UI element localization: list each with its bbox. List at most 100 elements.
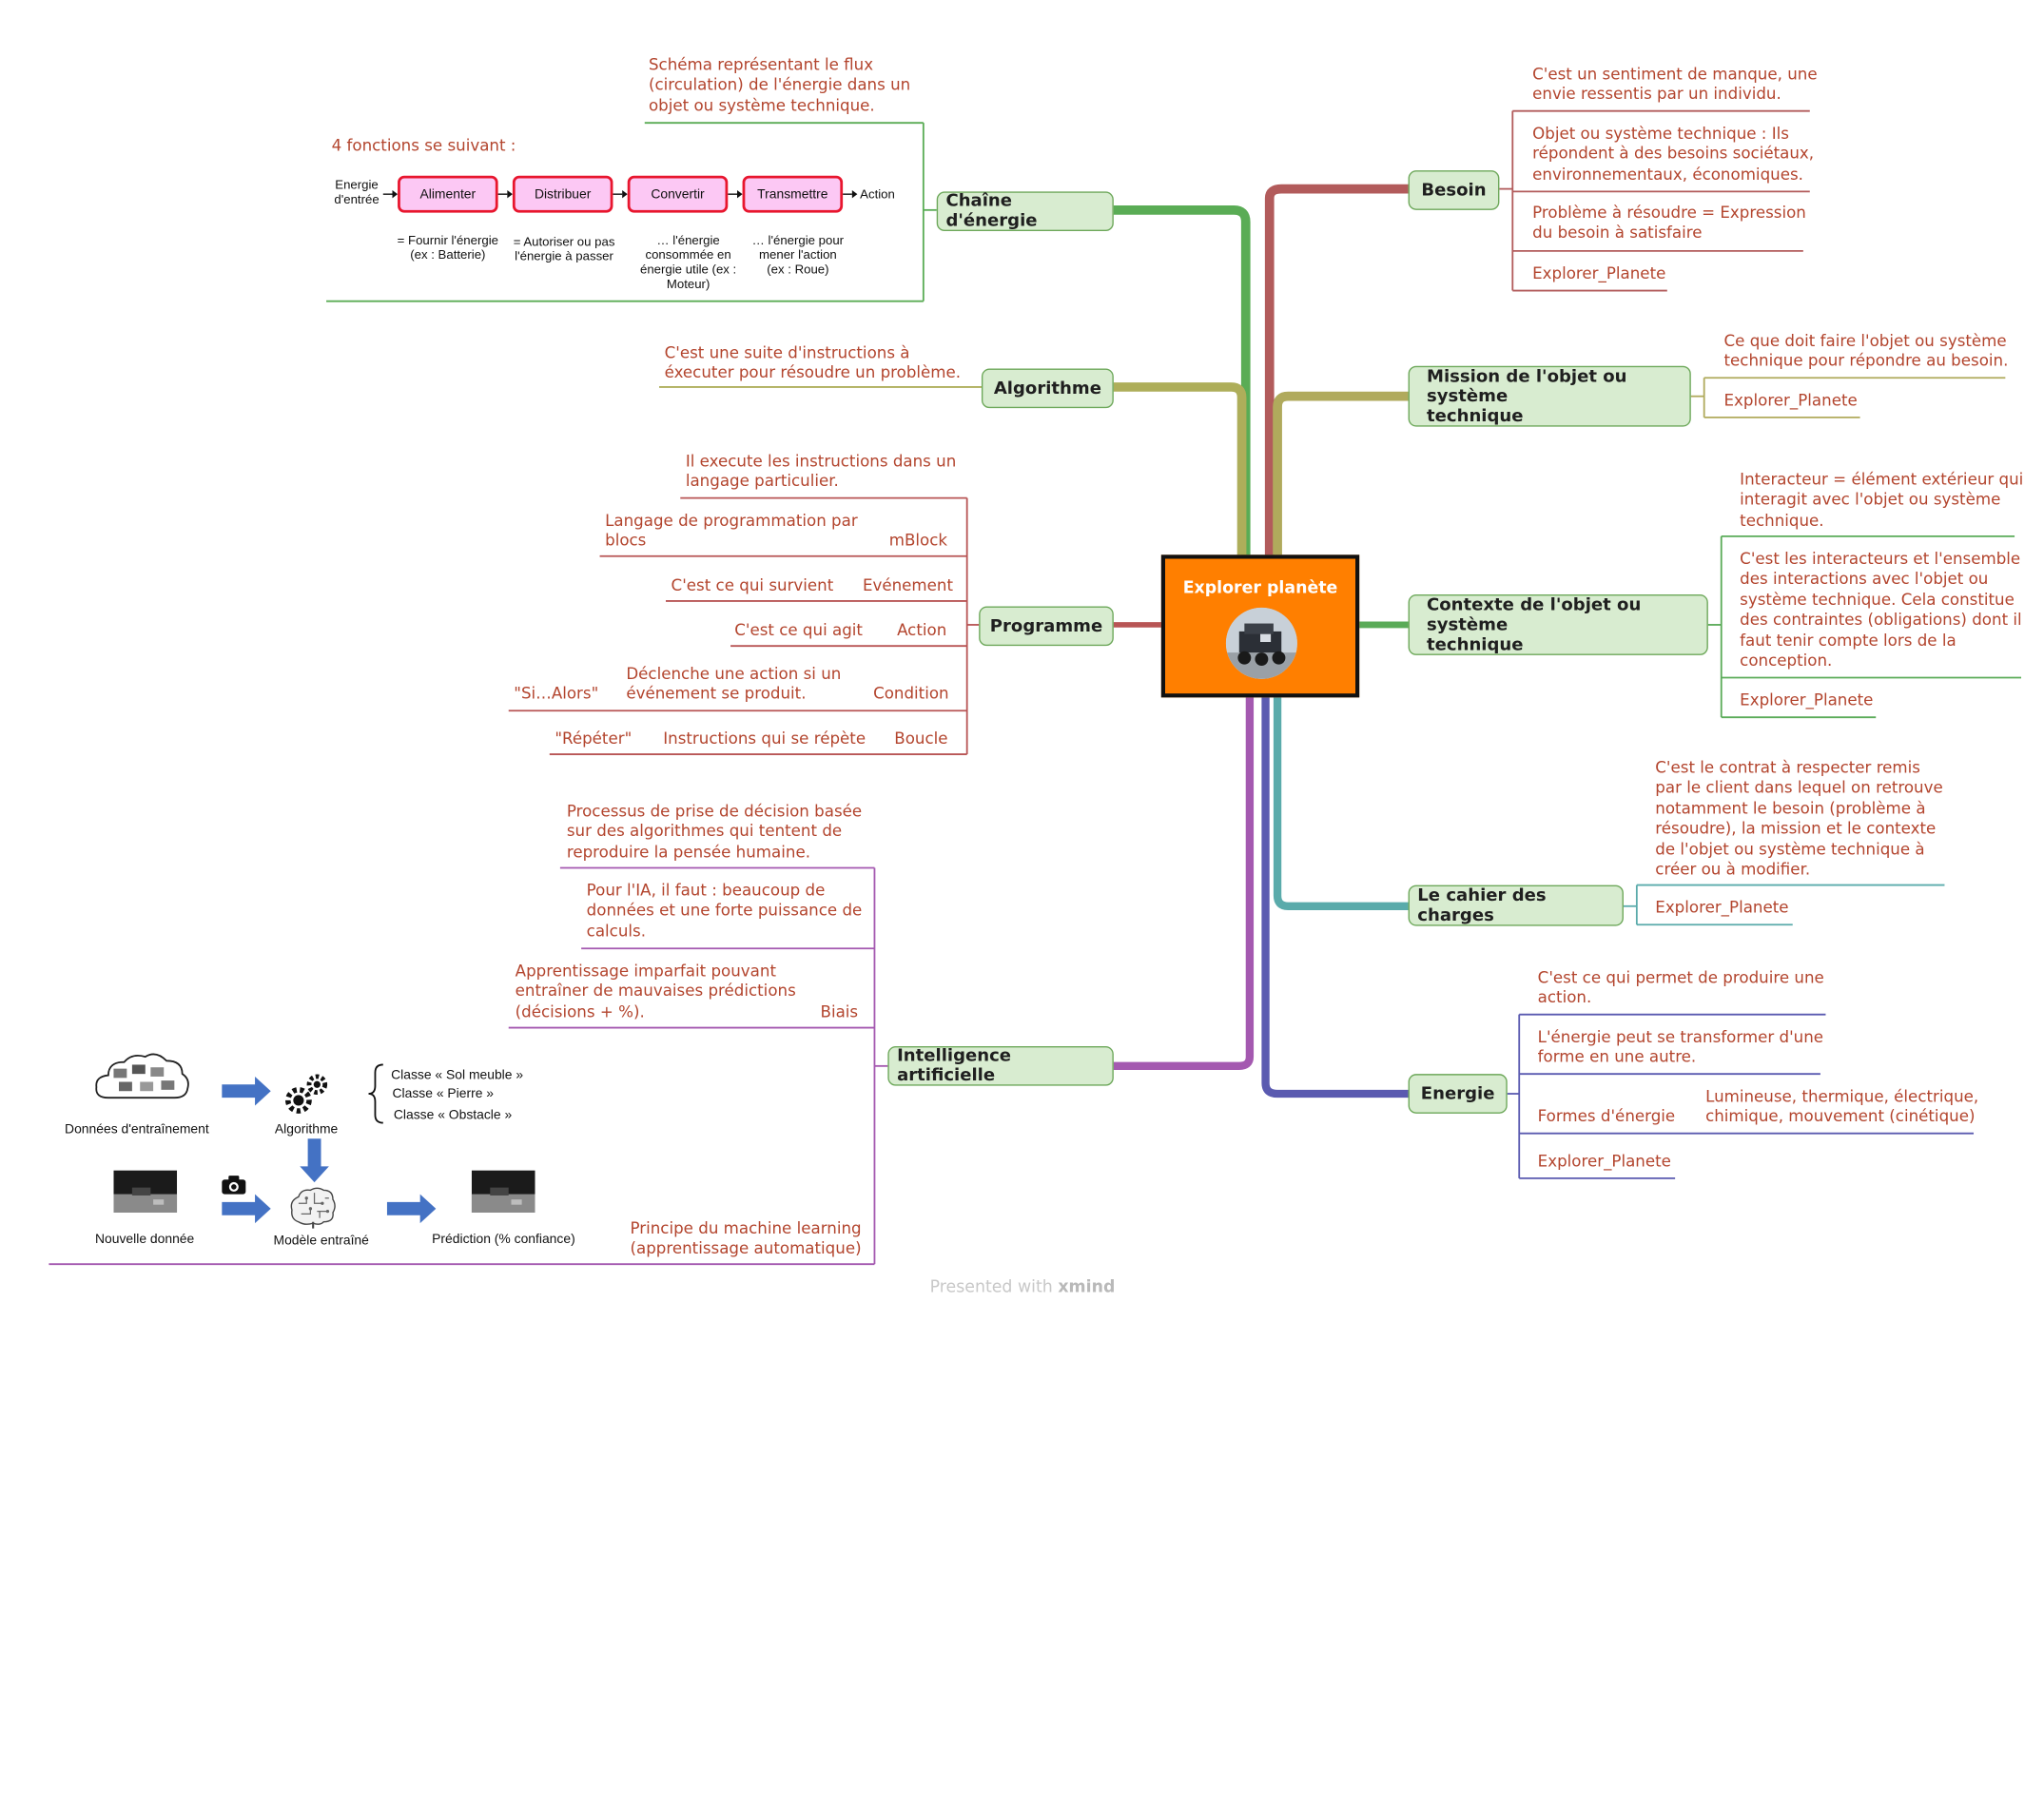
mission-item-line: technique pour répondre au besoin. <box>1723 352 2009 371</box>
ml-training-data-label: Données d'entraînement <box>65 1122 209 1137</box>
besoin-item: Objet ou système technique : Ils réponde… <box>1532 125 1814 185</box>
ml-trained-model-label: Modèle entraîné <box>273 1234 369 1249</box>
function-box-convertir: Convertir <box>627 175 729 213</box>
cahier-item-line: résoudre), la mission et le contexte <box>1655 819 1937 838</box>
ml-prediction-label: Prédiction (% confiance) <box>432 1232 575 1248</box>
algorithme-description-line: C'est une suite d'instructions à <box>664 343 910 362</box>
contexte-item-line: faut tenir compte lors de la <box>1740 631 1956 650</box>
energy-input-line: d'entrée <box>334 192 380 208</box>
contexte-link[interactable]: Explorer_Planete <box>1740 690 1874 710</box>
mission-topic-line: technique <box>1427 406 1524 426</box>
mission-item: Ce que doit faire l'objet ou système tec… <box>1724 332 2009 373</box>
function-desc-line: = Fournir l'énergie <box>397 233 498 249</box>
function-desc-convertir: … l'énergie consommée en énergie utile (… <box>626 234 750 292</box>
energy-input-line: Energie <box>335 178 379 193</box>
programme-event-desc: C'est ce qui survient <box>671 575 834 595</box>
programme-executes-line: Il execute les instructions dans un <box>685 452 957 471</box>
programme-condition-desc: Déclenche une action si un événement se … <box>626 665 841 706</box>
contexte-item-line: Interacteur = élément extérieur qui <box>1740 470 2024 489</box>
topic-cahier-des-charges[interactable]: Le cahier des charges <box>1408 885 1624 926</box>
besoin-item-line: envie ressentis par un individu. <box>1532 85 1781 104</box>
cahier-item-line: C'est le contrat à respecter remis <box>1655 758 1920 777</box>
central-topic[interactable]: Explorer planète <box>1160 554 1360 698</box>
topic-energie[interactable]: Energie <box>1408 1074 1508 1114</box>
topic-contexte[interactable]: Contexte de l'objet ou système technique <box>1408 594 1708 655</box>
contexte-item-line: technique. <box>1740 511 1824 530</box>
programme-loop-tag: Boucle <box>894 729 948 748</box>
contexte-item-line: des contraintes (obligations) dont il <box>1740 610 2022 630</box>
rover-image <box>1225 607 1297 679</box>
xmind-footer: Presented with xmind <box>0 1276 2044 1296</box>
programme-condition-example: "Si…Alors" <box>514 684 599 703</box>
energie-item-line: action. <box>1537 988 1592 1007</box>
ia-requirements-line: Pour l'IA, il faut : beaucoup de <box>586 881 826 900</box>
cahier-item-line: par le client dans lequel on retrouve <box>1655 778 1943 798</box>
contexte-topic-line: Contexte de l'objet ou système <box>1427 594 1642 635</box>
besoin-link[interactable]: Explorer_Planete <box>1532 263 1666 283</box>
topic-mission[interactable]: Mission de l'objet ou système technique <box>1408 365 1691 427</box>
function-desc-line: mener l'action <box>759 248 837 263</box>
ia-bias-tag: Biais <box>820 1002 859 1021</box>
programme-loop-example: "Répéter" <box>555 729 633 748</box>
ia-bias-line: entraîner de mauvaises prédictions <box>515 982 796 1001</box>
ia-definition-line: sur des algorithmes qui tentent de <box>566 822 843 841</box>
programme-action-desc: C'est ce qui agit <box>734 620 863 640</box>
energie-forms-label: Formes d'énergie <box>1537 1106 1676 1126</box>
cahier-item-line: de l'objet ou système technique à <box>1655 839 1925 859</box>
topic-programme[interactable]: Programme <box>979 606 1114 647</box>
function-desc-line: consommée en <box>645 248 731 263</box>
ia-requirements-line: calculs. <box>586 922 647 941</box>
brain-icon <box>290 1187 336 1229</box>
ml-class-sol-meuble: Classe « Sol meuble » <box>391 1068 524 1083</box>
ia-definition: Processus de prise de décision basée sur… <box>567 802 862 863</box>
chaine-description: Schéma représentant le flux (circulation… <box>649 55 910 116</box>
database-cloud-icon <box>95 1053 189 1099</box>
topic-intelligence-artificielle[interactable]: Intelligence artificielle <box>887 1046 1114 1086</box>
topic-besoin[interactable]: Besoin <box>1408 170 1500 210</box>
programme-action-tag: Action <box>897 620 947 640</box>
programme-condition-line: événement se produit. <box>626 685 807 704</box>
energie-link[interactable]: Explorer_Planete <box>1537 1152 1671 1171</box>
function-desc-alimenter: = Fournir l'énergie (ex : Batterie) <box>386 234 511 263</box>
function-desc-transmettre: … l'énergie pour mener l'action (ex : Ro… <box>736 234 861 278</box>
chaine-description-line: objet ou système technique. <box>648 96 875 115</box>
footer-prefix: Presented with <box>929 1275 1053 1296</box>
ia-definition-line: reproduire la pensée humaine. <box>566 842 811 862</box>
function-box-distribuer: Distribuer <box>512 175 613 213</box>
programme-event-tag: Evénement <box>862 575 954 595</box>
besoin-item-line: C'est un sentiment de manque, une <box>1532 65 1818 84</box>
cahier-link[interactable]: Explorer_Planete <box>1655 898 1789 917</box>
cahier-item-line: créer ou à modifier. <box>1655 860 1811 879</box>
energie-item-line: forme en une autre. <box>1537 1047 1697 1067</box>
programme-condition-line: Déclenche une action si un <box>626 664 842 684</box>
contexte-item-line: système technique. Cela constitue <box>1740 590 2015 610</box>
energie-item-line: C'est ce qui permet de produire une <box>1537 968 1824 987</box>
topic-algorithme[interactable]: Algorithme <box>981 368 1114 409</box>
topic-chaine-energie[interactable]: Chaîne d'énergie <box>936 191 1114 232</box>
besoin-item: C'est un sentiment de manque, une envie … <box>1532 65 1817 106</box>
function-desc-line: (ex : Roue) <box>767 262 829 278</box>
contexte-item-line: C'est les interacteurs et l'ensemble <box>1740 549 2021 569</box>
function-box-transmettre: Transmettre <box>742 175 844 213</box>
cahier-item: C'est le contrat à respecter remis par l… <box>1655 758 1942 880</box>
programme-executes: Il execute les instructions dans un lang… <box>686 452 956 493</box>
algorithme-description: C'est une suite d'instructions à éxecute… <box>665 343 961 384</box>
chaine-description-line: Schéma représentant le flux <box>648 55 874 74</box>
mission-link[interactable]: Explorer_Planete <box>1723 391 1858 410</box>
energie-forms-line: Lumineuse, thermique, électrique, <box>1705 1087 1979 1106</box>
function-desc-line: Moteur) <box>666 277 711 292</box>
programme-executes-line: langage particulier. <box>685 472 839 491</box>
contexte-item-line: des interactions avec l'objet ou <box>1740 570 1989 589</box>
programme-language-line: Langage de programmation par <box>605 511 858 530</box>
programme-condition-tag: Condition <box>873 684 949 703</box>
camera-icon <box>222 1176 246 1195</box>
function-desc-line: … l'énergie pour <box>751 233 845 249</box>
ml-arrows <box>222 1076 437 1224</box>
ia-bias-line: (décisions + %). <box>515 1001 645 1021</box>
function-desc-line: l'énergie à passer <box>515 249 613 264</box>
contexte-item-line: interagit avec l'objet ou système <box>1740 490 2001 510</box>
function-desc-line: (ex : Batterie) <box>410 248 486 263</box>
programme-language-tag: mBlock <box>888 531 948 550</box>
prediction-photo <box>471 1170 535 1214</box>
